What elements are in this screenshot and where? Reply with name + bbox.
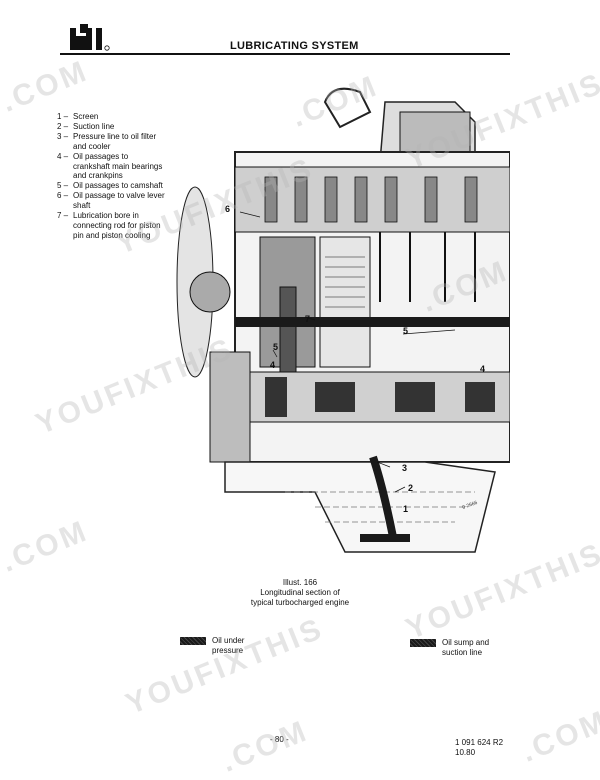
legend-number: 7 – (57, 211, 69, 221)
illustration-caption: Illust. 166 Longitudinal section of typi… (0, 578, 600, 608)
caption-line: typical turbocharged engine (250, 598, 350, 607)
callout-1: 1 (403, 504, 408, 514)
legend-item: 7 – Lubrication bore in connecting rod fo… (57, 211, 167, 241)
legend-item: 4 – Oil passages to crankshaft main beari… (57, 152, 167, 182)
legend-item: 5 – Oil passages to camshaft (57, 181, 167, 191)
caption-line: Longitudinal section of (260, 588, 340, 597)
drawing-code: 0-2666 (462, 500, 479, 511)
legend-text: Oil passages to camshaft (73, 181, 163, 191)
legend-number: 2 – (57, 121, 69, 131)
legend-text: Oil passages to crankshaft main bearings… (73, 151, 163, 181)
watermark: .COM (0, 514, 94, 579)
key-label: Oil under (212, 636, 245, 645)
callout-6: 6 (225, 204, 230, 214)
watermark: .COM (216, 714, 314, 779)
legend-number: 6 – (57, 191, 69, 201)
legend: 1 – Screen 2 – Suction line 3 – Pressure line… (57, 112, 167, 241)
doc-number: 1 091 624 R2 (455, 738, 504, 747)
callout-5: 5 (403, 326, 408, 336)
key-label: Oil sump and (442, 638, 490, 647)
key-oil-sump: Oil sump and suction line (410, 638, 489, 658)
header-rule (60, 53, 510, 55)
legend-item: 3 – Pressure line to oil filter and coole… (57, 132, 167, 152)
legend-number: 5 – (57, 181, 69, 191)
callout-3: 3 (402, 463, 407, 473)
callout-2: 2 (408, 483, 413, 493)
legend-text: Lubrication bore in connecting rod for p… (73, 211, 161, 240)
legend-item: 6 – Oil passage to valve lever shaft (57, 191, 167, 211)
swatch-oil-pressure (180, 637, 206, 645)
engine-cross-section-illustration: 6 7 5 5 4 4 3 2 1 0-2666 (165, 72, 511, 560)
key-label: pressure (212, 646, 244, 655)
page-title: LUBRICATING SYSTEM (230, 40, 359, 52)
doc-date: 10.80 (455, 748, 476, 757)
legend-number: 3 – (57, 131, 69, 141)
key-label: suction line (442, 648, 483, 657)
legend-number: 1 – (57, 112, 69, 121)
legend-text: Oil passage to valve lever shaft (73, 191, 165, 211)
callout-4: 4 (270, 360, 275, 370)
page-number: - 80 - (270, 735, 289, 744)
callout-7: 7 (305, 314, 310, 324)
legend-text: Pressure line to oil filter and cooler (73, 131, 157, 151)
watermark: .COM (0, 54, 94, 119)
legend-text: Screen (73, 112, 99, 121)
legend-item: 1 – Screen (57, 112, 167, 122)
watermark: YOUFIXTHIS (121, 611, 329, 722)
document-reference: 1 091 624 R2 10.80 (455, 738, 503, 758)
legend-number: 4 – (57, 151, 69, 161)
legend-item: 2 – Suction line (57, 122, 167, 132)
caption-line: Illust. 166 (282, 578, 318, 587)
callout-4: 4 (480, 364, 485, 374)
legend-text: Suction line (73, 121, 115, 131)
ih-logo-icon (68, 22, 112, 52)
key-oil-pressure: Oil under pressure (180, 636, 244, 656)
watermark: .COM (516, 704, 600, 769)
callout-5: 5 (273, 342, 278, 352)
swatch-oil-sump (410, 639, 436, 647)
